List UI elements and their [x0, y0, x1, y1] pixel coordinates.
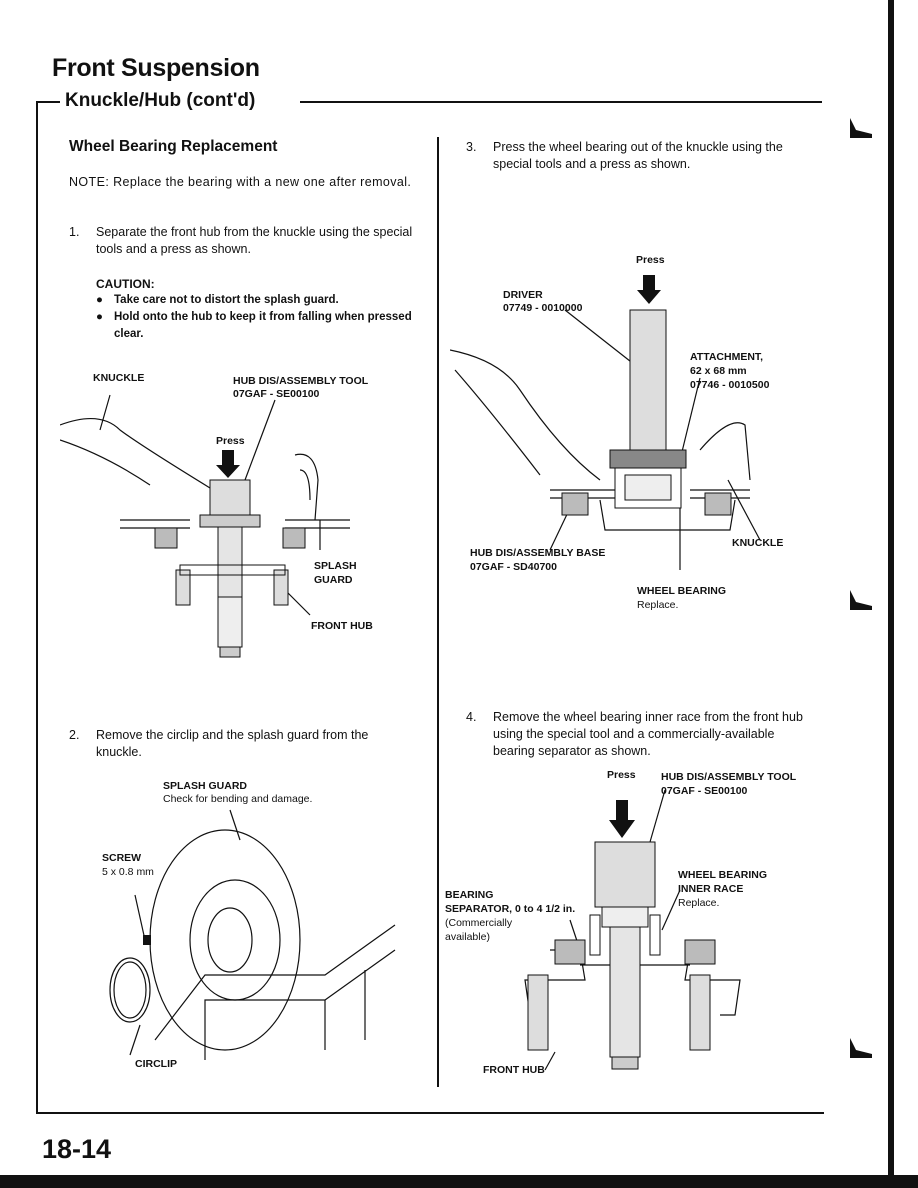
label-driver-number: 07749 - 0010000: [503, 302, 583, 314]
bullet-icon: ●: [96, 294, 103, 306]
label-tool-name: HUB DIS/ASSEMBLY TOOL: [233, 375, 369, 387]
column-divider: [437, 137, 439, 1087]
label-available: available): [445, 931, 490, 943]
page-edge-bar: [888, 0, 894, 1188]
edge-tab-marks: [850, 118, 872, 1058]
figure-hub-removal: [60, 394, 350, 658]
page-bottom-bar: [0, 1175, 918, 1188]
step-text: Remove the wheel bearing inner race from…: [493, 710, 803, 758]
label-circlip: CIRCLIP: [135, 1058, 177, 1070]
section-heading: Wheel Bearing Replacement: [69, 138, 278, 155]
subtitle-rule: [300, 101, 822, 103]
label-wheel-bearing: WHEEL BEARING: [678, 869, 768, 881]
label-guard: GUARD: [314, 574, 353, 586]
label-replace: Replace.: [637, 599, 679, 611]
label-wheel-bearing: WHEEL BEARING: [637, 585, 727, 597]
label-press: Press: [607, 769, 636, 781]
label-base: HUB DIS/ASSEMBLY BASE: [470, 547, 606, 559]
step-number: 4.: [466, 710, 477, 724]
step-text: Separate the front hub from the knuckle …: [96, 225, 413, 256]
label-inner-race: INNER RACE: [678, 883, 744, 895]
label-replace: Replace.: [678, 897, 720, 909]
label-splash: SPLASH: [314, 560, 357, 572]
label-screw-size: 5 x 0.8 mm: [102, 866, 154, 878]
label-tool-name: HUB DIS/ASSEMBLY TOOL: [661, 771, 797, 783]
caution-title: CAUTION:: [96, 277, 155, 291]
label-commercially: (Commercially: [445, 917, 513, 929]
label-front-hub: FRONT HUB: [311, 620, 373, 632]
step-number: 2.: [69, 728, 80, 742]
label-driver: DRIVER: [503, 289, 543, 301]
label-tool-number: 07GAF - SE00100: [233, 388, 320, 400]
label-check: Check for bending and damage.: [163, 793, 313, 805]
caution-item: ● Hold onto the hub to keep it from fall…: [96, 309, 416, 343]
note-text: NOTE: Replace the bearing with a new one…: [69, 175, 412, 189]
page-title: Front Suspension: [52, 54, 260, 82]
label-tool-number: 07GAF - SE00100: [661, 785, 748, 797]
caution-item: ● Take care not to distort the splash gu…: [96, 292, 416, 309]
step-text: Remove the circlip and the splash guard …: [96, 728, 369, 759]
page-number: 18-14: [42, 1134, 112, 1164]
figure-bearing-press: [450, 275, 761, 570]
label-front-hub: FRONT HUB: [483, 1064, 545, 1076]
section-frame-bottom: [36, 1112, 824, 1114]
label-press: Press: [636, 254, 665, 266]
figure-splash-guard: [109, 809, 396, 1060]
caution-item-text: Take care not to distort the splash guar…: [114, 294, 339, 306]
label-knuckle: KNUCKLE: [732, 537, 784, 549]
step-number: 1.: [69, 225, 80, 239]
label-screw: SCREW: [102, 852, 142, 864]
caution-item-text: Hold onto the hub to keep it from fallin…: [114, 311, 412, 340]
label-attachment-size: 62 x 68 mm: [690, 365, 747, 377]
bullet-icon: ●: [96, 311, 103, 323]
label-bearing: BEARING: [445, 889, 494, 901]
label-base-number: 07GAF - SD40700: [470, 561, 557, 573]
label-press: Press: [216, 435, 245, 447]
label-attachment: ATTACHMENT,: [690, 351, 764, 363]
label-knuckle: KNUCKLE: [93, 372, 145, 384]
label-splash-guard: SPLASH GUARD: [163, 780, 248, 792]
caution-list: ● Take care not to distort the splash gu…: [96, 292, 416, 343]
section-frame-top: [36, 101, 60, 103]
step-text: Press the wheel bearing out of the knuck…: [493, 140, 783, 171]
step-number: 3.: [466, 140, 477, 154]
figure-inner-race-removal: [524, 789, 741, 1071]
label-separator: SEPARATOR, 0 to 4 1/2 in.: [445, 903, 576, 915]
section-frame-left: [36, 101, 38, 1113]
label-attachment-number: 07746 - 0010500: [690, 379, 770, 391]
page-subtitle: Knuckle/Hub (cont'd): [65, 90, 256, 111]
